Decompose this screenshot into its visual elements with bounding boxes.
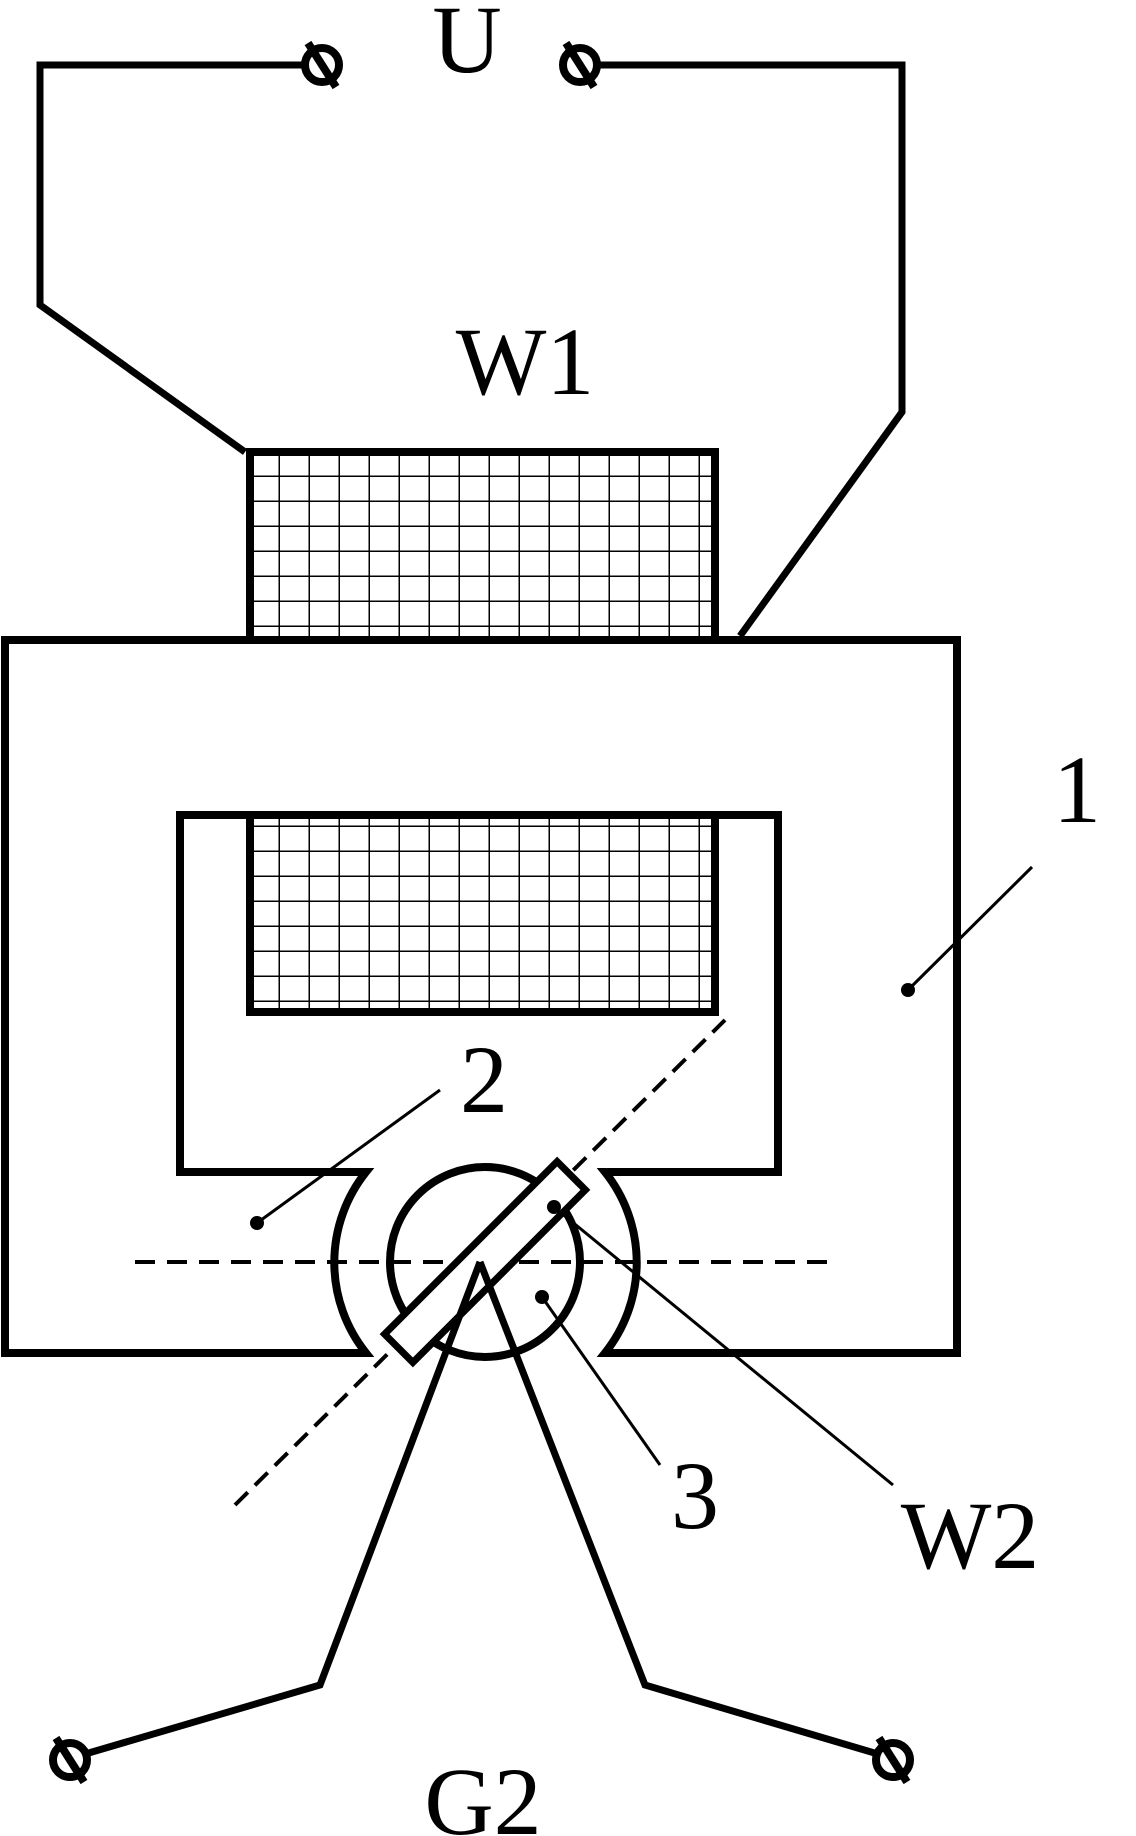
leader-rotor [535, 1290, 662, 1466]
leader-gap [250, 1088, 441, 1230]
magnetic-core [1, 636, 961, 1357]
rotor [386, 1163, 584, 1361]
output-lead-right [476, 1260, 889, 1761]
secondary-winding [379, 1156, 591, 1368]
label-gap-region: 2 [460, 1026, 508, 1133]
label-primary-winding: W1 [456, 308, 595, 415]
leader-secondary-winding [547, 1200, 894, 1487]
output-lead-left [74, 1260, 484, 1761]
label-output: G2 [424, 1748, 541, 1836]
terminal-icon [301, 40, 343, 90]
supply-lead-right [580, 61, 906, 639]
primary-winding-inner [246, 815, 719, 1016]
label-supply: U [432, 0, 501, 93]
label-rotor: 3 [671, 1442, 719, 1549]
terminal-icon [559, 40, 601, 90]
label-secondary-winding: W2 [901, 1482, 1040, 1589]
leader-core [901, 865, 1034, 997]
supply-lead-left [36, 61, 310, 455]
terminal-icon [872, 1735, 914, 1785]
terminal-icon [49, 1735, 91, 1785]
label-core: 1 [1053, 736, 1101, 843]
primary-winding-outer [246, 448, 719, 644]
